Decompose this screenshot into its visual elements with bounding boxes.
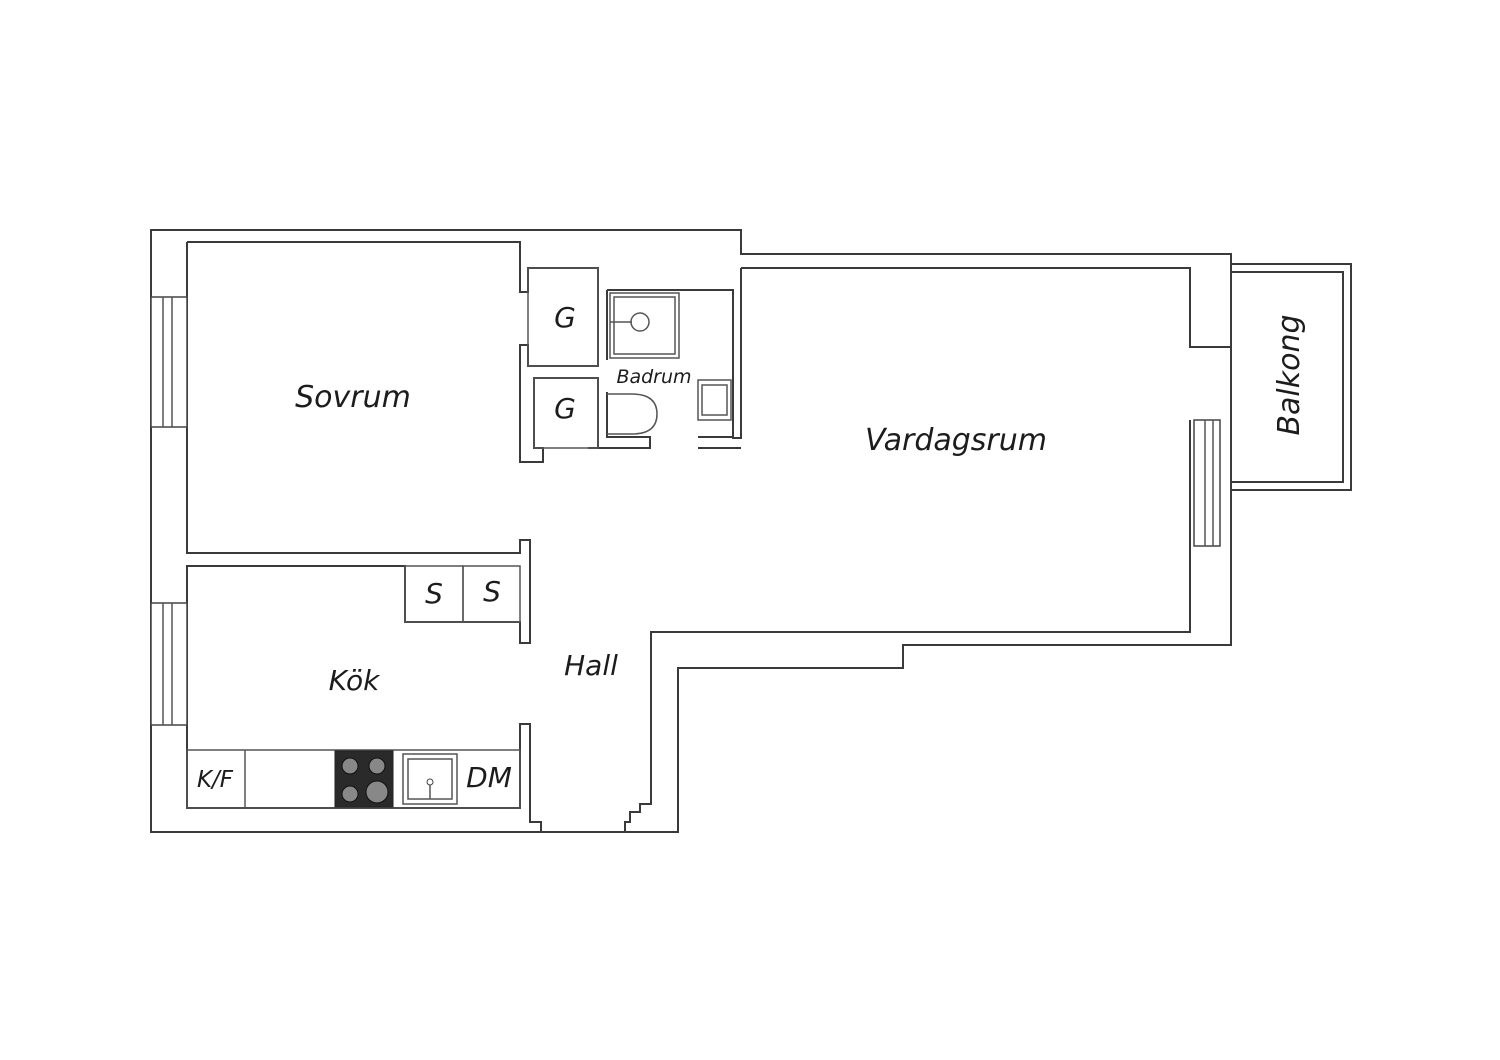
closet-bottom xyxy=(533,377,599,449)
inner-wall-left xyxy=(186,242,542,832)
balcony-outline xyxy=(1231,263,1352,491)
window-kitchen xyxy=(150,602,188,726)
toilet-icon xyxy=(607,393,658,435)
kitchen-sink-icon xyxy=(402,753,458,805)
bathroom-wall xyxy=(588,268,742,449)
room-label-balkong: Balkong xyxy=(1272,314,1307,435)
storage-label-right: S xyxy=(483,575,501,608)
shower-drain-icon xyxy=(630,312,650,332)
closet-top xyxy=(527,267,599,367)
room-label-vardagsrum: Vardagsrum xyxy=(865,423,1047,458)
room-label-kok: Kök xyxy=(329,664,381,697)
closet-label-bottom: G xyxy=(554,392,576,425)
kitchen-counter xyxy=(186,749,521,809)
dishwasher-label: DM xyxy=(466,761,512,794)
outer-wall xyxy=(150,229,1232,833)
inner-wall-right xyxy=(624,267,1231,832)
door-balcony xyxy=(1193,419,1221,547)
inner-wall-outline xyxy=(187,241,599,463)
closet-label-top: G xyxy=(554,301,576,334)
room-label-badrum: Badrum xyxy=(616,366,691,388)
room-label-hall: Hall xyxy=(564,649,618,682)
storage-unit-right xyxy=(462,565,521,623)
fridge-freezer-label: K/F xyxy=(197,767,234,793)
shower xyxy=(609,292,680,359)
bathroom-sink-icon xyxy=(697,379,732,421)
storage-label-left: S xyxy=(425,577,443,610)
room-label-sovrum: Sovrum xyxy=(295,380,411,415)
window-bedroom xyxy=(150,296,188,428)
